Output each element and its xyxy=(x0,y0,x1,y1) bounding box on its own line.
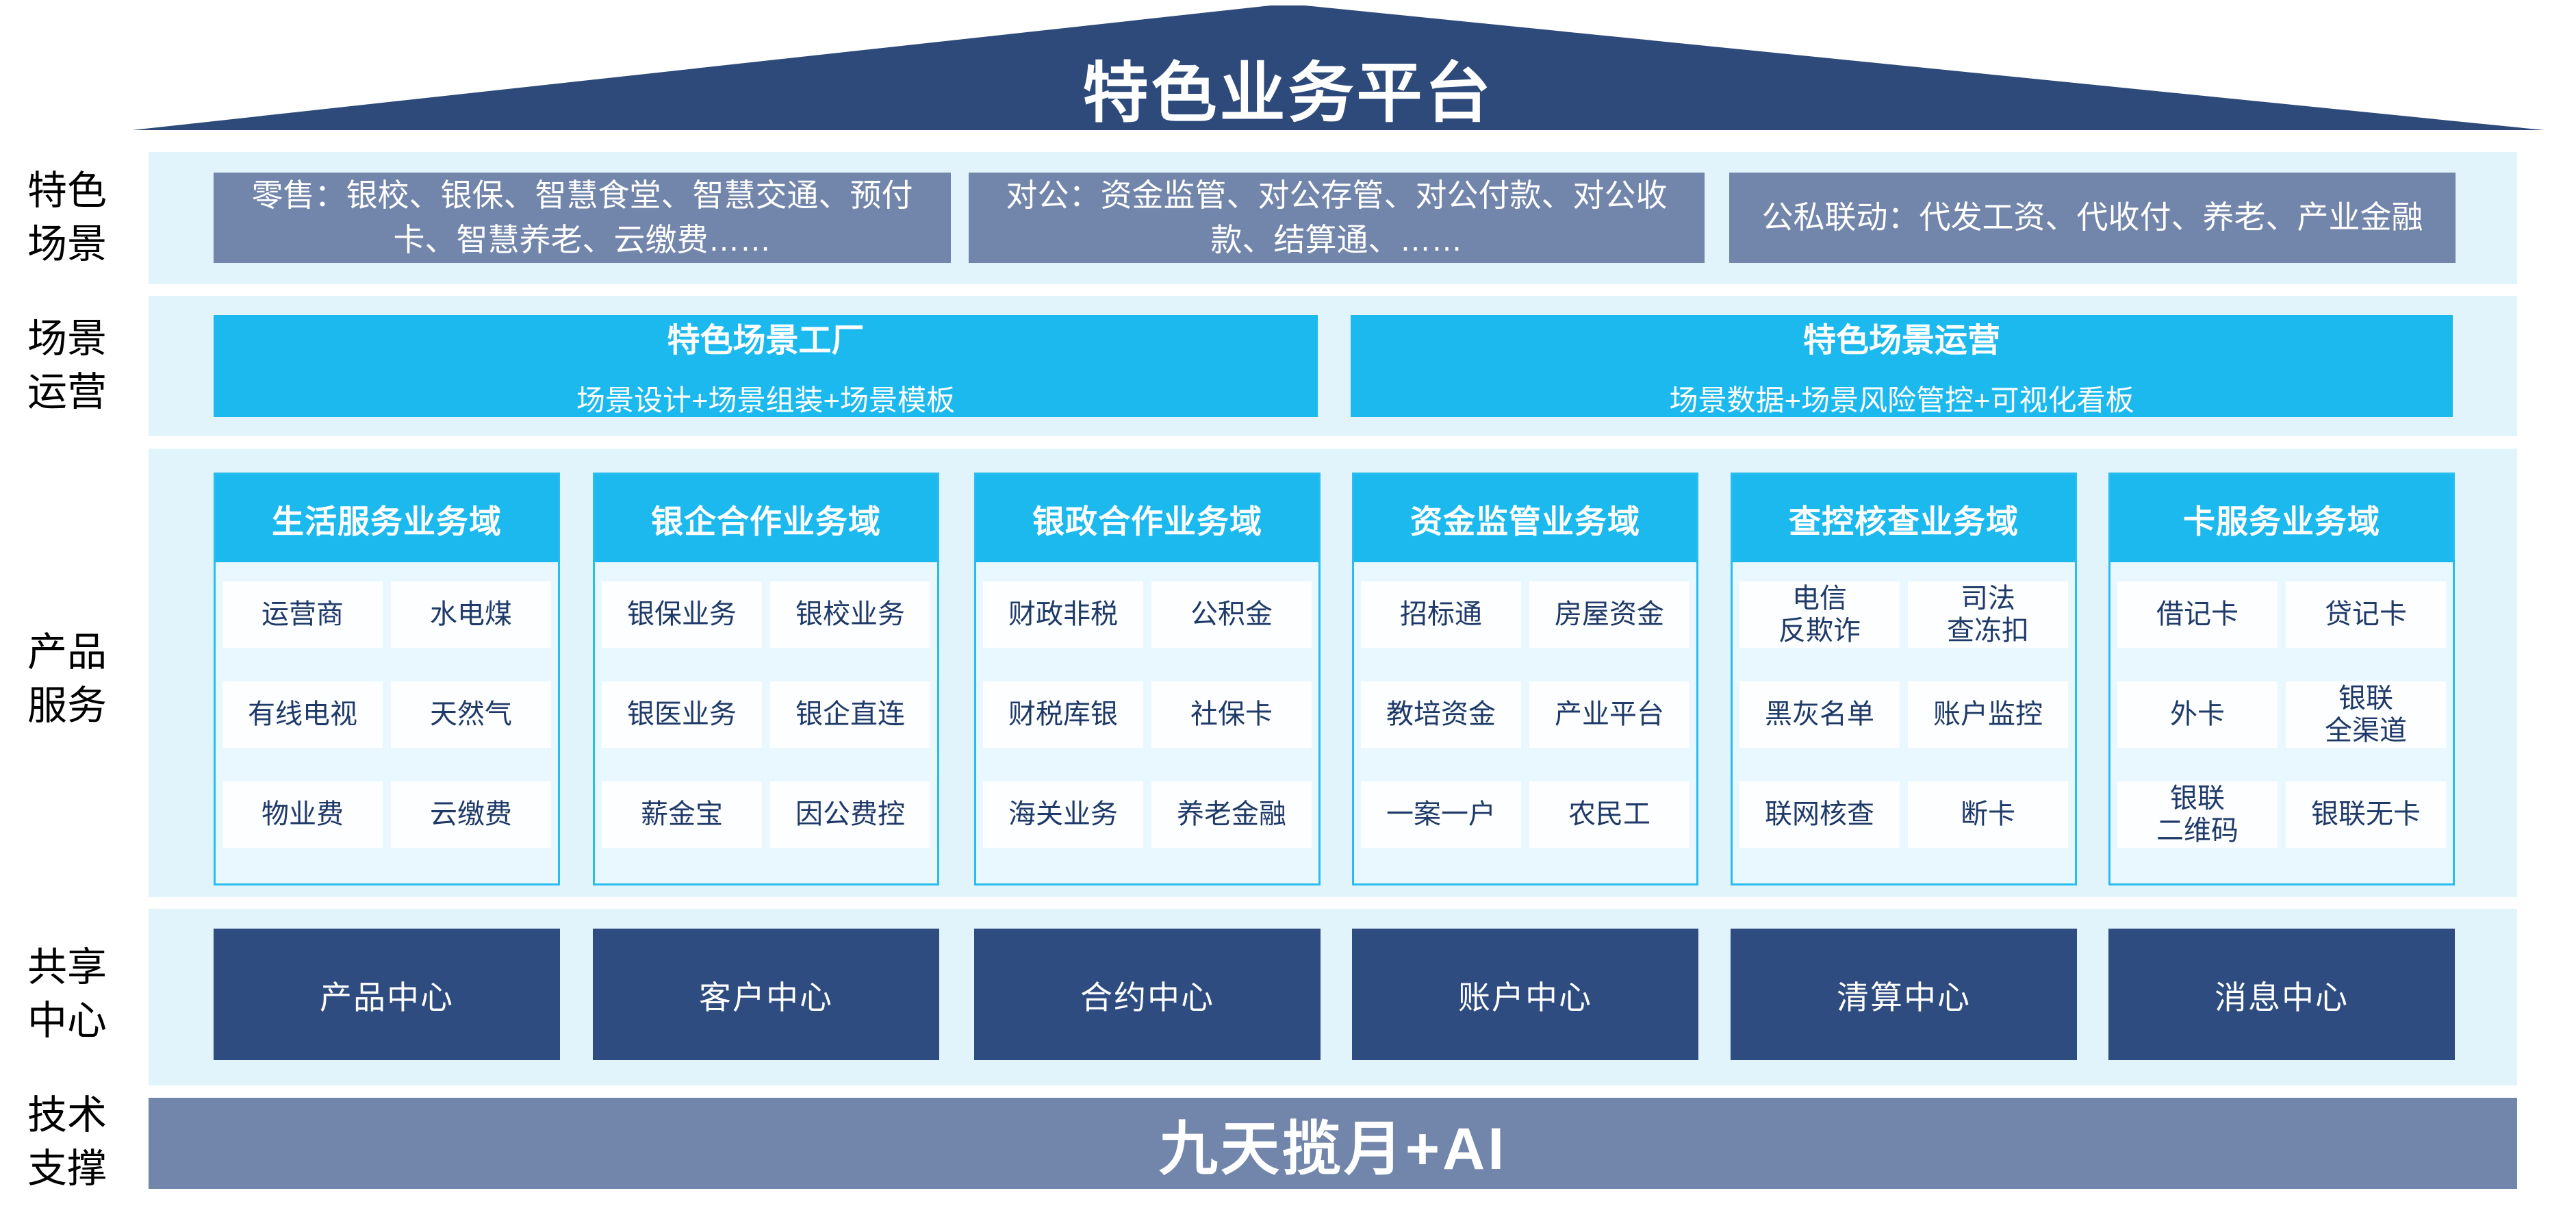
column-body: 银保业务 银校业务 银医业务 银企直连 薪金宝 因公费控 xyxy=(595,562,937,848)
scene-factory-box: 特色场景工厂 场景设计+场景组装+场景模板 xyxy=(214,315,1318,417)
center-box-clearing: 清算中心 xyxy=(1731,929,2077,1060)
product-cell: 一案一户 xyxy=(1361,781,1521,848)
product-cell: 天然气 xyxy=(391,681,551,748)
product-cell: 银联无卡 xyxy=(2286,781,2446,848)
scene-box-retail: 零售：银校、银保、智慧食堂、智慧交通、预付 卡、智慧养老、云缴费…… xyxy=(214,173,951,263)
product-cell: 养老金融 xyxy=(1151,781,1312,848)
row-label-products: 产品 服务 xyxy=(27,630,107,729)
product-cell: 黑灰名单 xyxy=(1739,681,1900,748)
scene-ops-box: 特色场景运营 场景数据+场景风险管控+可视化看板 xyxy=(1351,315,2453,417)
product-cell: 银企直连 xyxy=(770,681,930,748)
product-cell: 外卡 xyxy=(2117,681,2278,748)
shared-centers-panel: 产品中心 客户中心 合约中心 账户中心 清算中心 消息中心 xyxy=(149,909,2517,1085)
center-box-product: 产品中心 xyxy=(214,929,560,1060)
product-cell: 司法 查冻扣 xyxy=(1908,581,2068,648)
product-column-fund-supervision: 资金监管业务域 招标通 房屋资金 教培资金 产业平台 一案一户 农民工 xyxy=(1352,473,1698,885)
column-header: 银政合作业务域 xyxy=(976,475,1318,562)
product-column-inquiry-control: 查控核查业务域 电信 反欺诈 司法 查冻扣 黑灰名单 账户监控 联网核查 断卡 xyxy=(1731,473,2077,885)
column-body: 招标通 房屋资金 教培资金 产业平台 一案一户 农民工 xyxy=(1354,562,1696,848)
product-cell: 产业平台 xyxy=(1529,681,1689,748)
column-header: 查控核查业务域 xyxy=(1733,475,2075,562)
center-box-contract: 合约中心 xyxy=(974,929,1321,1060)
column-body: 借记卡 贷记卡 外卡 银联 全渠道 银联 二维码 银联无卡 xyxy=(2110,562,2453,848)
product-cell: 财政非税 xyxy=(983,581,1143,648)
product-cell: 借记卡 xyxy=(2117,581,2278,648)
product-cell: 银保业务 xyxy=(602,581,762,648)
center-box-account: 账户中心 xyxy=(1352,929,1698,1060)
product-cell: 财税库银 xyxy=(983,681,1143,748)
column-header: 卡服务业务域 xyxy=(2110,475,2453,562)
product-cell: 物业费 xyxy=(222,781,383,848)
product-cell: 教培资金 xyxy=(1361,681,1521,748)
row-label-tech: 技术 支撑 xyxy=(27,1093,107,1192)
scene-box-linkage: 公私联动：代发工资、代收付、养老、产业金融 xyxy=(1729,173,2456,263)
scene-ops-subtitle: 场景数据+场景风险管控+可视化看板 xyxy=(1669,384,2134,416)
row-label-scenes: 特色 场景 xyxy=(27,168,107,267)
column-body: 财政非税 公积金 财税库银 社保卡 海关业务 养老金融 xyxy=(976,562,1318,848)
product-column-life-services: 生活服务业务域 运营商 水电煤 有线电视 天然气 物业费 云缴费 xyxy=(214,473,560,885)
platform-title: 特色业务平台 xyxy=(1082,57,1494,130)
product-cell: 水电煤 xyxy=(391,581,551,648)
product-cell: 农民工 xyxy=(1529,781,1689,848)
product-cell: 贷记卡 xyxy=(2286,581,2446,648)
product-cell: 银联 全渠道 xyxy=(2286,681,2446,748)
product-cell: 海关业务 xyxy=(983,781,1143,848)
product-cell: 电信 反欺诈 xyxy=(1739,581,1900,648)
products-panel: 生活服务业务域 运营商 水电煤 有线电视 天然气 物业费 云缴费 银企合作业务域… xyxy=(149,449,2517,897)
product-cell: 银联 二维码 xyxy=(2117,781,2278,848)
product-column-bank-enterprise: 银企合作业务域 银保业务 银校业务 银医业务 银企直连 薪金宝 因公费控 xyxy=(593,473,939,885)
product-cell: 运营商 xyxy=(222,581,383,648)
scene-box-corporate: 对公：资金监管、对公存管、对公付款、对公收 款、结算通、…… xyxy=(969,173,1705,263)
product-cell: 云缴费 xyxy=(391,781,551,848)
product-cell: 断卡 xyxy=(1908,781,2068,848)
product-cell: 社保卡 xyxy=(1151,681,1312,748)
product-cell: 账户监控 xyxy=(1908,681,2068,748)
operations-panel: 特色场景工厂 场景设计+场景组装+场景模板 特色场景运营 场景数据+场景风险管控… xyxy=(149,296,2517,436)
column-body: 电信 反欺诈 司法 查冻扣 黑灰名单 账户监控 联网核查 断卡 xyxy=(1733,562,2075,848)
tech-support-bar: 九天揽月+AI xyxy=(149,1098,2517,1189)
product-cell: 有线电视 xyxy=(222,681,383,748)
column-header: 资金监管业务域 xyxy=(1354,475,1696,562)
row-label-shared: 共享 中心 xyxy=(27,945,107,1044)
product-cell: 因公费控 xyxy=(770,781,930,848)
scene-factory-title: 特色场景工厂 xyxy=(667,323,865,359)
product-cell: 薪金宝 xyxy=(602,781,762,848)
product-column-bank-government: 银政合作业务域 财政非税 公积金 财税库银 社保卡 海关业务 养老金融 xyxy=(974,473,1321,885)
scene-factory-subtitle: 场景设计+场景组装+场景模板 xyxy=(576,384,956,416)
row-label-operations: 场景 运营 xyxy=(27,316,107,415)
column-header: 银企合作业务域 xyxy=(595,475,937,562)
center-box-customer: 客户中心 xyxy=(593,929,939,1060)
product-cell: 联网核查 xyxy=(1739,781,1900,848)
column-body: 运营商 水电煤 有线电视 天然气 物业费 云缴费 xyxy=(216,562,558,848)
product-cell: 公积金 xyxy=(1151,581,1312,648)
scene-ops-title: 特色场景运营 xyxy=(1802,323,2000,359)
roof-shape xyxy=(132,5,2545,130)
product-cell: 银校业务 xyxy=(770,581,930,648)
product-cell: 房屋资金 xyxy=(1529,581,1689,648)
column-header: 生活服务业务域 xyxy=(216,475,558,562)
product-cell: 银医业务 xyxy=(602,681,762,748)
product-cell: 招标通 xyxy=(1361,581,1521,648)
product-column-card-services: 卡服务业务域 借记卡 贷记卡 外卡 银联 全渠道 银联 二维码 银联无卡 xyxy=(2108,473,2455,885)
center-box-message: 消息中心 xyxy=(2108,929,2455,1060)
scenes-panel: 零售：银校、银保、智慧食堂、智慧交通、预付 卡、智慧养老、云缴费…… 对公：资金… xyxy=(149,152,2517,284)
